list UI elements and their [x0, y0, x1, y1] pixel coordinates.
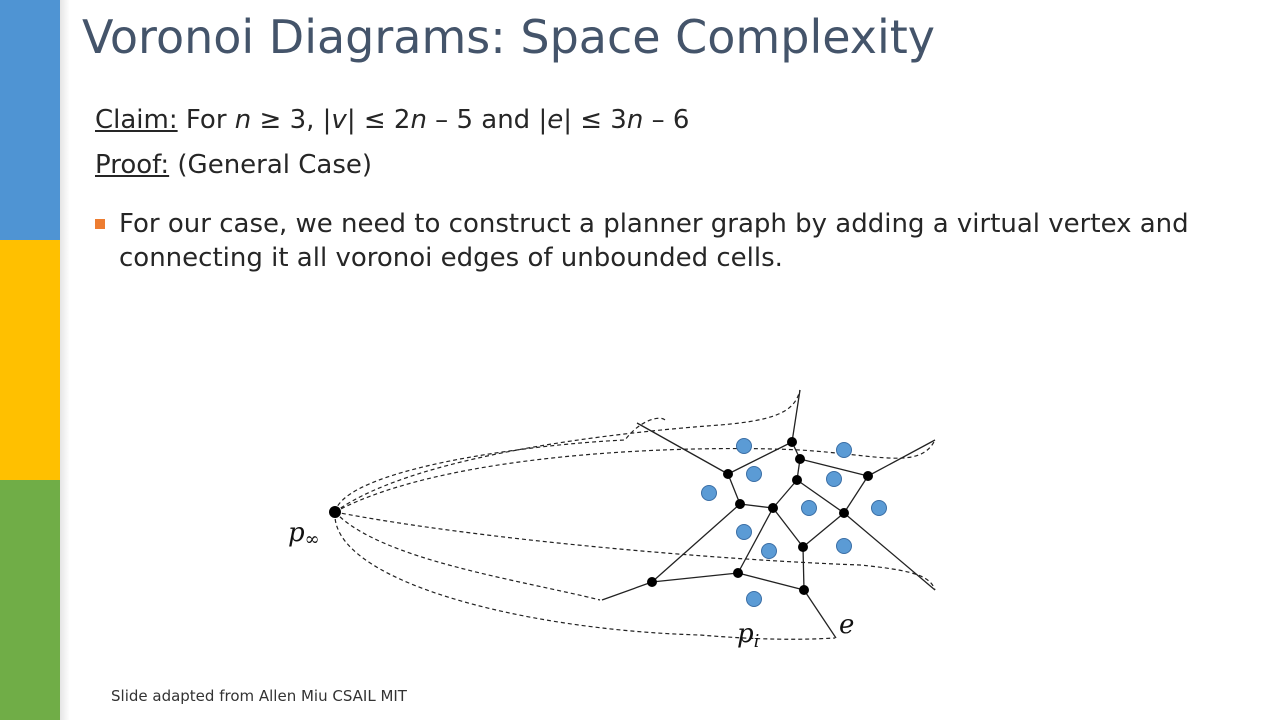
vertex-point — [795, 454, 805, 464]
voronoi-vertices — [329, 437, 873, 595]
virtual-edge-bottom — [334, 511, 836, 640]
site-point — [736, 524, 752, 540]
claim-mid2: – 5 and | — [426, 105, 548, 135]
p-infinity-point — [329, 506, 341, 518]
virtual-edge-top — [334, 389, 801, 513]
virtual-edge-top-left — [334, 417, 666, 513]
claim-cond: ≥ 3, | — [251, 105, 332, 135]
site-point — [836, 442, 852, 458]
site-point — [761, 543, 777, 559]
voronoi-edge — [737, 572, 805, 591]
site-point — [736, 438, 752, 454]
voronoi-edge — [791, 389, 801, 443]
vertex-point — [723, 469, 733, 479]
slide-title: Voronoi Diagrams: Space Complexity — [82, 10, 935, 64]
bullet-square-icon — [95, 219, 105, 229]
voronoi-edge — [843, 475, 869, 514]
claim-tail: – 6 — [643, 105, 690, 135]
vertex-point — [647, 577, 657, 587]
voronoi-edge — [843, 512, 936, 591]
vertex-point — [799, 585, 809, 595]
voronoi-edge — [803, 589, 837, 639]
site-point — [801, 500, 817, 516]
voronoi-edge — [636, 422, 729, 475]
claim-line: Claim: For n ≥ 3, |v| ≤ 2n – 5 and |e| ≤… — [95, 105, 689, 135]
vertex-point — [768, 503, 778, 513]
vertex-point — [798, 542, 808, 552]
voronoi-edge — [739, 503, 774, 509]
vertex-point — [863, 471, 873, 481]
voronoi-edge — [727, 441, 793, 475]
voronoi-edge — [651, 572, 739, 583]
label-e: e — [839, 610, 854, 640]
voronoi-edge — [772, 507, 804, 548]
voronoi-sites — [701, 438, 887, 607]
vertex-point — [733, 568, 743, 578]
voronoi-edge — [802, 512, 845, 548]
voronoi-edge — [799, 458, 869, 477]
claim-v: v — [331, 105, 347, 135]
site-point — [826, 471, 842, 487]
accent-band-blue — [0, 0, 60, 240]
claim-n3: n — [626, 105, 644, 135]
claim-e: e — [547, 105, 564, 135]
claim-lead: For — [177, 105, 235, 135]
vertex-point — [735, 499, 745, 509]
claim-mid1: | ≤ 2 — [346, 105, 411, 135]
voronoi-edge — [867, 439, 936, 477]
bullet-item: For our case, we need to construct a pla… — [95, 207, 1215, 275]
bullet-text: For our case, we need to construct a pla… — [119, 209, 1189, 273]
band-shadow — [60, 0, 70, 720]
site-point — [871, 500, 887, 516]
vertex-point — [787, 437, 797, 447]
voronoi-edge — [727, 473, 741, 505]
virtual-edge-bottom-left — [334, 511, 601, 601]
voronoi-edge — [651, 503, 741, 583]
label-p-i: pi — [737, 619, 759, 652]
claim-label: Claim: — [95, 105, 178, 135]
claim-mid3: | ≤ 3 — [563, 105, 627, 135]
proof-label: Proof: — [95, 150, 170, 180]
voronoi-edge — [802, 546, 805, 591]
site-point — [746, 466, 762, 482]
voronoi-edges — [601, 389, 936, 639]
slide-footer: Slide adapted from Allen Miu CSAIL MIT — [111, 687, 407, 705]
accent-band-green — [0, 480, 60, 720]
vertex-point — [792, 475, 802, 485]
vertex-point — [839, 508, 849, 518]
accent-band-yellow — [0, 240, 60, 480]
voronoi-edge — [737, 507, 774, 574]
proof-text: (General Case) — [169, 150, 373, 180]
site-point — [836, 538, 852, 554]
voronoi-edge — [796, 479, 845, 514]
claim-n1: n — [234, 105, 252, 135]
proof-line: Proof: (General Case) — [95, 150, 372, 180]
site-point — [701, 485, 717, 501]
label-p-infinity: p∞ — [288, 518, 320, 550]
voronoi-edge — [601, 581, 653, 601]
claim-n2: n — [410, 105, 427, 135]
site-point — [746, 591, 762, 607]
voronoi-edge — [772, 479, 798, 509]
virtual-edge-right-bottom — [334, 511, 936, 591]
